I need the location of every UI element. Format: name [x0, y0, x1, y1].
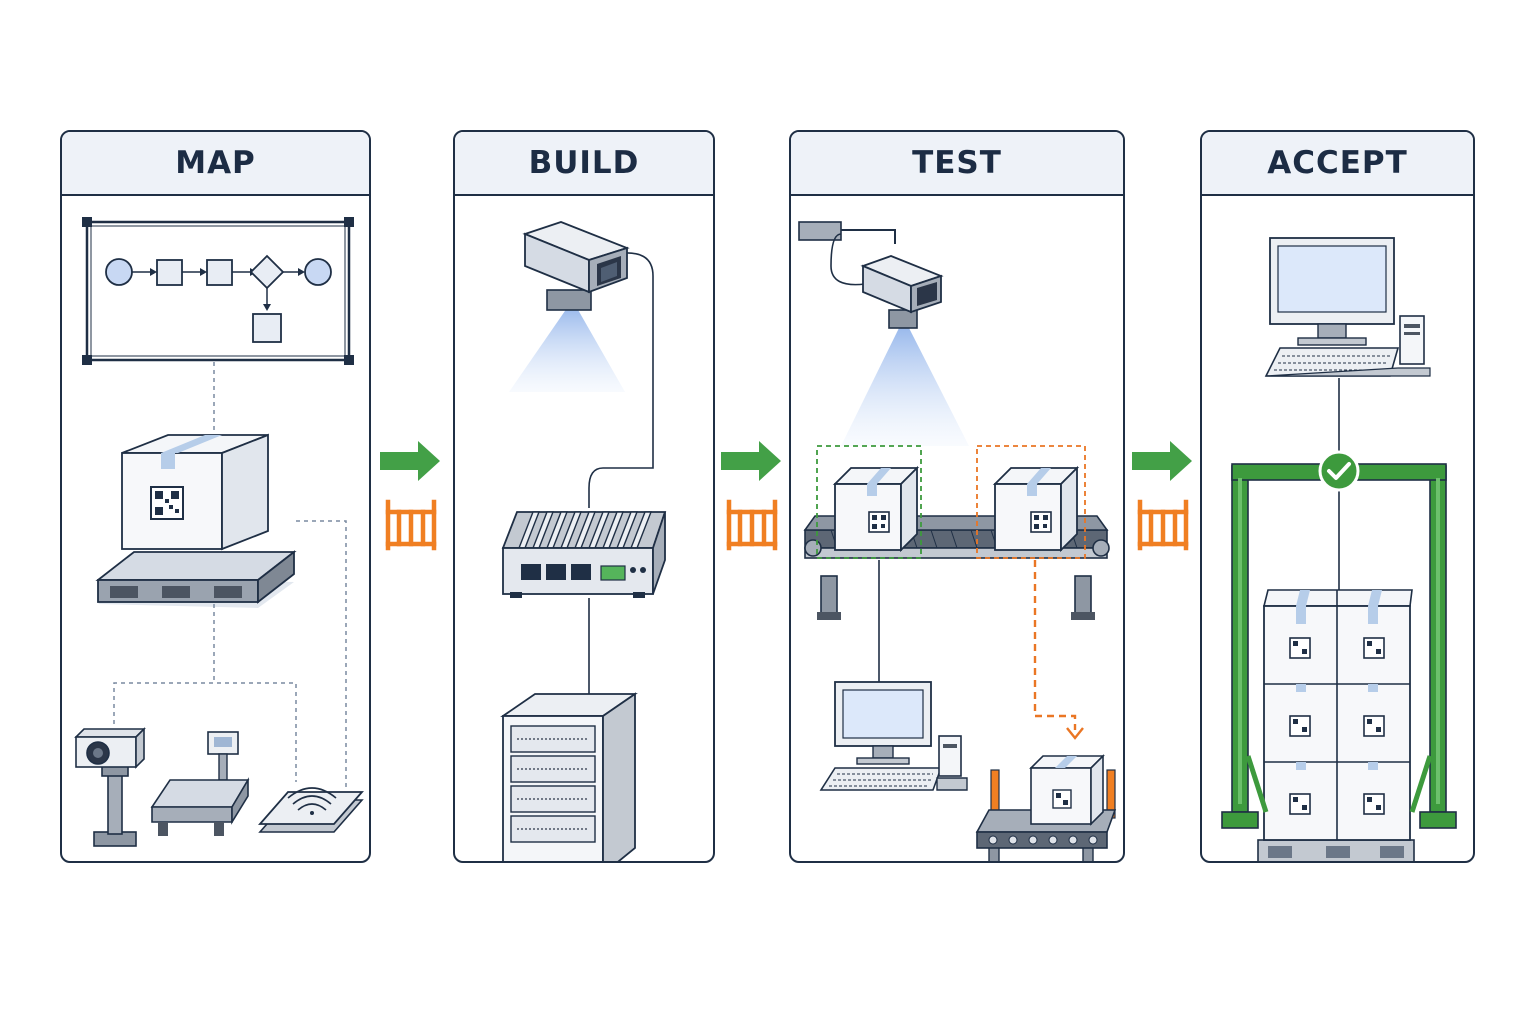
barcode-camera-icon	[522, 221, 630, 311]
stage-title-build: BUILD	[528, 145, 640, 181]
stage-header-map: MAP	[62, 132, 369, 196]
stage-body-accept	[1202, 196, 1473, 861]
stage-header-build: BUILD	[455, 132, 713, 196]
workstation-icon	[819, 681, 968, 791]
gate-icon	[1137, 499, 1189, 551]
check-icon	[1318, 450, 1360, 492]
overhead-camera-icon	[798, 221, 944, 329]
stage-title-accept: ACCEPT	[1267, 145, 1408, 181]
stage-panel-accept: ACCEPT	[1200, 130, 1475, 863]
rfid-reader-icon	[258, 787, 364, 833]
edge-gateway-icon	[501, 511, 667, 598]
arrow-right-icon	[1132, 441, 1192, 481]
good-box-icon	[832, 465, 920, 553]
reject-conveyor-icon	[975, 754, 1117, 861]
server-rack-icon	[500, 692, 638, 861]
boxed-pallet-icon	[95, 433, 297, 608]
gate-icon	[385, 499, 437, 551]
camera-icon	[74, 727, 146, 847]
stage-connector-2	[717, 440, 787, 560]
stage-title-map: MAP	[175, 145, 256, 181]
stage-panel-build: BUILD	[453, 130, 715, 863]
stage-body-test	[791, 196, 1123, 861]
stage-header-test: TEST	[791, 132, 1123, 196]
stage-connector-1	[376, 440, 446, 560]
gate-icon	[726, 499, 778, 551]
stage-panel-map: MAP	[60, 130, 371, 863]
stage-connector-3	[1128, 440, 1198, 560]
pallet-stack-icon	[1257, 589, 1415, 861]
stage-body-build	[455, 196, 713, 861]
process-flowchart-icon	[82, 217, 354, 365]
weighing-scale-icon	[150, 731, 250, 836]
stage-header-accept: ACCEPT	[1202, 132, 1473, 196]
arrow-right-icon	[721, 441, 781, 481]
stage-panel-test: TEST	[789, 130, 1125, 863]
rejected-box-icon	[992, 465, 1080, 553]
arrow-right-icon	[380, 441, 440, 481]
stage-title-test: TEST	[912, 145, 1002, 181]
stage-body-map	[62, 196, 369, 861]
workstation-icon	[1264, 237, 1431, 377]
gate-frame-icon	[1221, 463, 1457, 829]
